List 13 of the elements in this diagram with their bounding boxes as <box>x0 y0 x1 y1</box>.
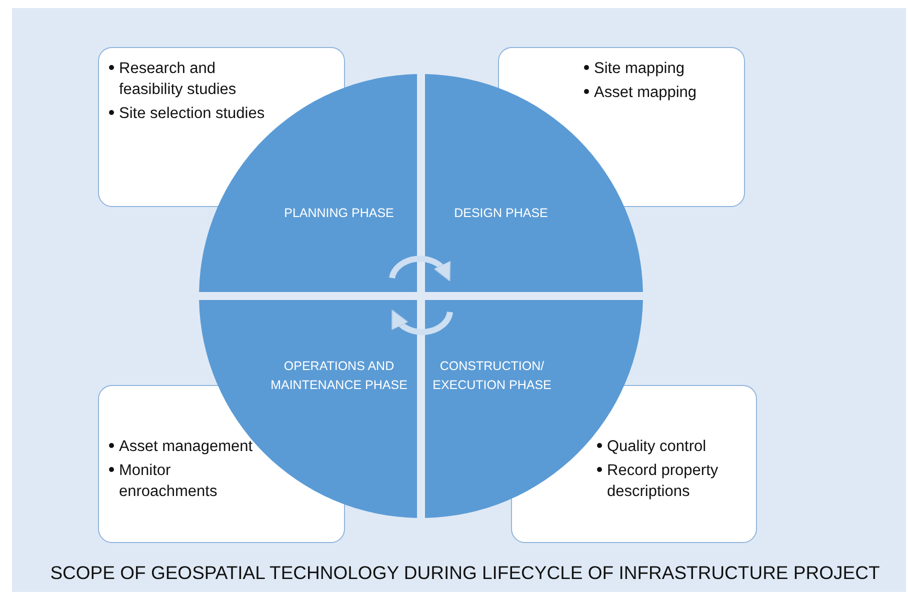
phase-label: DESIGN PHASE <box>453 204 549 222</box>
phase-label: PLANNING PHASE <box>283 204 395 222</box>
bullet-item: Asset management <box>119 438 253 455</box>
bullet-item: Monitor enroachments <box>119 462 218 500</box>
bullet-item: Asset mapping <box>594 84 697 101</box>
phase-label: CONSTRUCTION/ EXECUTION PHASE <box>432 358 552 394</box>
bullet-item: Quality control <box>607 438 706 455</box>
bullet-item: Site selection studies <box>119 105 265 122</box>
bullet-item: Record property descriptions <box>607 462 718 500</box>
bullet-item: Site mapping <box>594 60 684 77</box>
caption: SCOPE OF GEOSPATIAL TECHNOLOGY DURING LIFECYCLE OF INFRASTRUCTURE PROJECT <box>49 562 881 584</box>
phase-label: OPERATIONS AND MAINTENANCE PHASE <box>270 358 408 394</box>
bullet-item: Research and feasibility studies <box>119 60 236 98</box>
